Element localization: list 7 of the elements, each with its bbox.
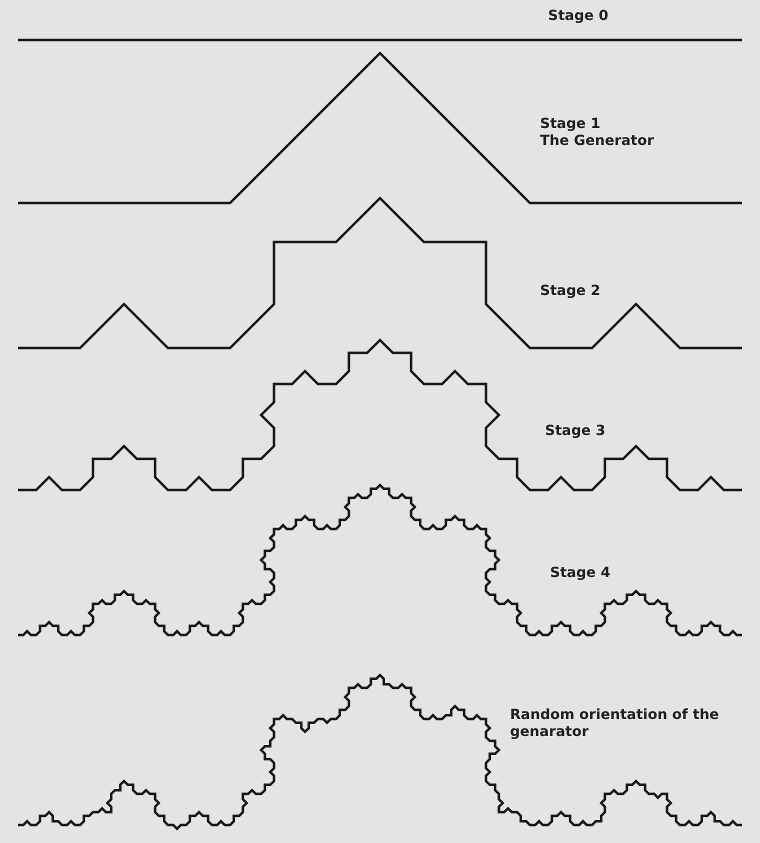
stage-label: Stage 3: [545, 423, 606, 440]
stage-label: Stage 1: [540, 116, 600, 133]
caption: The Generator: [540, 133, 654, 150]
stage-label: Stage 2: [540, 283, 600, 300]
note: Random orientation of the genarator: [510, 707, 720, 741]
stage-label: Stage 0: [548, 8, 608, 25]
stage-label: Stage 4: [550, 565, 610, 582]
